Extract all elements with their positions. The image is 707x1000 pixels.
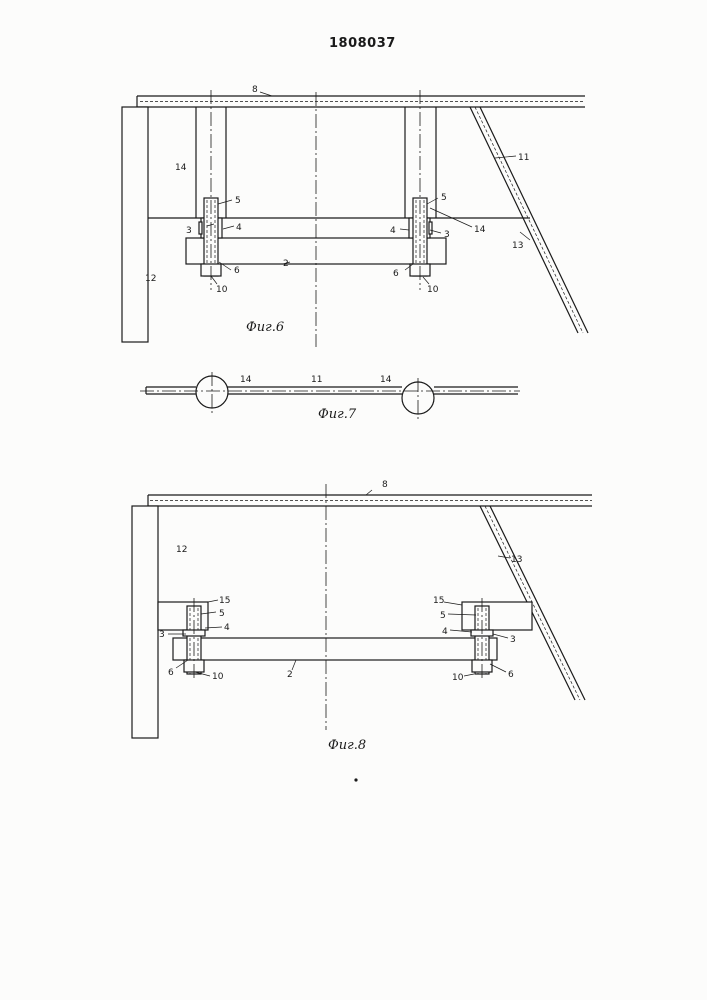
label-14-right: 14 [474, 225, 486, 235]
label-5-left: 5 [235, 196, 241, 206]
label-2: 2 [283, 259, 289, 269]
brace-13 [470, 107, 588, 333]
label-6-right: 6 [508, 670, 514, 680]
label-15-left: 15 [219, 596, 230, 606]
label-11: 11 [518, 153, 529, 163]
label-3-left: 3 [159, 630, 165, 640]
beam-8 [137, 96, 585, 107]
label-13: 13 [511, 555, 522, 565]
column-12 [122, 107, 148, 342]
label-13: 13 [512, 241, 523, 251]
plate-2 [173, 638, 497, 660]
label-8: 8 [252, 85, 258, 95]
label-14-left: 14 [175, 163, 187, 173]
figure-7: 14 11 14 Фиг.7 [140, 372, 520, 422]
label-12: 12 [176, 545, 187, 555]
label-4-right: 4 [442, 627, 448, 637]
label-3-right: 3 [444, 230, 450, 240]
caption-fig-7: Фиг.7 [318, 407, 357, 422]
label-11: 11 [311, 375, 322, 385]
label-4-left: 4 [224, 623, 230, 633]
label-2: 2 [287, 670, 293, 680]
label-10-left: 10 [216, 285, 228, 295]
label-3-left: 3 [186, 226, 192, 236]
label-6-left: 6 [234, 266, 240, 276]
label-3-right: 3 [510, 635, 516, 645]
column-12 [132, 506, 158, 738]
label-15-right: 15 [433, 596, 444, 606]
label-4-left: 4 [236, 223, 242, 233]
label-6-left: 6 [168, 668, 174, 678]
beam-8 [148, 495, 592, 506]
label-5-right: 5 [441, 193, 447, 203]
caption-fig-8: Фиг.8 [328, 738, 366, 753]
label-5-left: 5 [219, 609, 225, 619]
label-4-right: 4 [390, 226, 396, 236]
label-10-left: 10 [212, 672, 224, 682]
label-8: 8 [382, 480, 388, 490]
figure-8: 8 12 13 15 15 5 5 4 4 3 3 6 2 10 10 6 Фи… [132, 480, 592, 753]
bracket-15-right [462, 602, 532, 630]
label-14-right: 14 [380, 375, 392, 385]
label-10-right: 10 [452, 673, 464, 683]
label-5-right: 5 [440, 611, 446, 621]
caption-fig-6: Фиг.6 [246, 320, 284, 335]
label-6-right: 6 [393, 269, 399, 279]
label-12: 12 [145, 274, 156, 284]
label-14-left: 14 [240, 375, 252, 385]
figure-6: 8 11 14 5 5 14 3 4 4 3 13 6 2 6 12 10 10… [122, 85, 588, 347]
label-10-right: 10 [427, 285, 439, 295]
ink-speck [354, 778, 357, 781]
